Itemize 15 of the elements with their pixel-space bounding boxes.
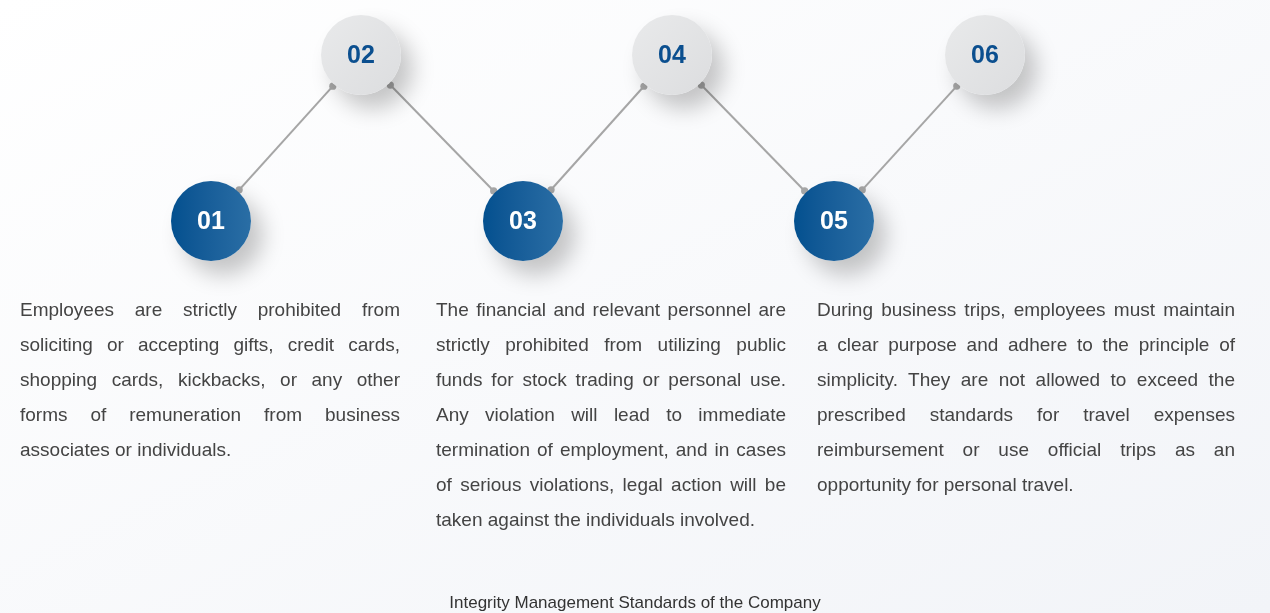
step-number: 05 bbox=[820, 205, 848, 237]
step-number: 06 bbox=[971, 39, 999, 71]
step-number: 01 bbox=[197, 205, 225, 237]
step-number: 04 bbox=[658, 39, 686, 71]
connector-line bbox=[858, 82, 961, 194]
connector-line bbox=[235, 82, 337, 194]
description-paragraph: The financial and relevant personnel are strictly prohibited from utilizing public funds for stock trading or personal use. Any violation will lead to immediate termination of employment, and in cases of serious violations, legal action will be taken against the individuals involved. bbox=[436, 298, 786, 532]
connector-line bbox=[386, 81, 498, 195]
caption: Integrity Management Standards of the Company bbox=[449, 592, 821, 613]
description-paragraph: Employees are strictly prohibited from soliciting or accepting gifts, credit cards, shopping cards, kickbacks, or any other forms of remuneration from business associates or individuals. bbox=[20, 298, 400, 462]
connector-line bbox=[547, 82, 648, 194]
step-number: 02 bbox=[347, 39, 375, 71]
connector-line bbox=[697, 81, 809, 195]
description-paragraph: During business trips, employees must maintain a clear purpose and adhere to the principle of simplicity. They are not allowed to exceed the prescribed standards for travel expenses reimbursement or use official trips as an opportunity for personal travel. bbox=[817, 298, 1235, 497]
step-number: 03 bbox=[509, 205, 537, 237]
